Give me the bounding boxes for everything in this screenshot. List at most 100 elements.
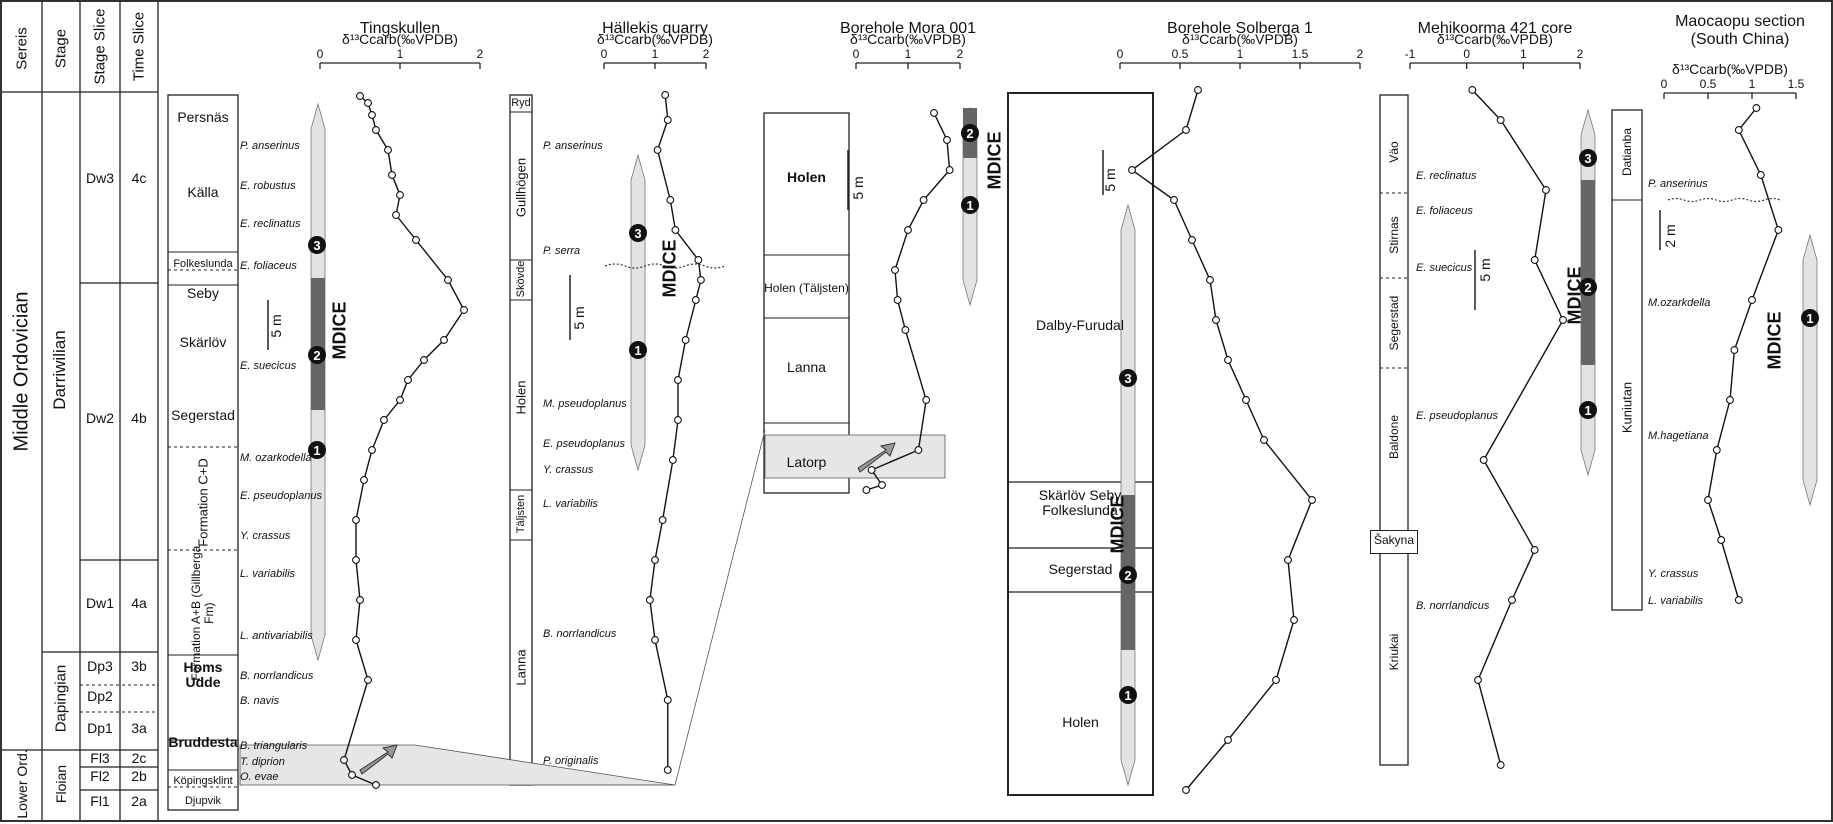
tingskullen-fossil-12: B. triangularis [240,740,308,752]
time-slice-1: 4b [131,410,147,426]
mora-unit-holen: Holen [787,169,826,185]
tingskullen-data-point-24 [348,771,356,779]
tingskullen-fossil-8: L. variabilis [240,568,296,580]
hallekis-data-point-4 [671,226,680,234]
stage-marker-label-2-1: 2 [966,126,973,141]
mora-data-point-6 [893,296,902,304]
mora-tick-label-2: 2 [956,47,964,61]
stage-slice-2: Dw1 [85,595,114,611]
mehikoorma-title: Mehikoorma 421 core [1417,20,1573,37]
hallekis-unit-gullhogen: Gullhögen [513,157,529,218]
tingskullen-data-point-20 [356,596,364,604]
maocaopu-tick-label-3: 1.5 [1787,77,1805,91]
mdice-label-maocaopu: MDICE [1764,311,1785,370]
header-series: Sereis [13,27,31,70]
tingskullen-data-point-4 [384,146,392,154]
hallekis-unit-taljsten: Täljsten [515,494,527,534]
solberga-unit-holen: Holen [1062,714,1099,730]
time-slice-7: 2a [131,793,147,809]
tingskullen-isotope-curve [343,95,465,786]
stage-marker-label-4-2: 3 [1584,151,1591,166]
tingskullen-fossil-11: B. navis [240,695,280,707]
stage-marker-label-0-0: 1 [313,443,320,458]
mora-data-point-7 [901,326,910,334]
mehi-unit-segerstad: Segerstad [1387,295,1401,351]
hallekis-fossil-4: Y. crassus [543,464,594,476]
mehi-unit-kriukai: Kriukai [1387,633,1401,671]
stage-dapingian: Dapingian [52,664,70,733]
stage-marker-label-4-0: 1 [1584,403,1591,418]
unit-folkeslunda: Folkeslunda [173,258,233,270]
hallekis-tick-label-1: 1 [651,47,659,61]
tingskullen-data-point-18 [352,516,360,524]
solberga-data-point-4 [1188,236,1196,244]
tingskullen-data-point-6 [396,191,404,199]
solberga-data-point-0 [1194,86,1202,94]
mehikoorma-data-point-3 [1530,256,1539,264]
solberga-data-point-8 [1242,396,1250,404]
solberga-data-point-12 [1290,616,1298,624]
mehikoorma-tick-label-3: 2 [1576,47,1584,61]
maocaopu-data-point-7 [1712,446,1721,454]
tingskullen-data-point-8 [412,236,420,244]
stage-marker-label-4-1: 2 [1584,280,1591,295]
hallekis-fossil-7: P. originalis [543,755,599,767]
tingskullen-fossil-10: B. norrlandicus [240,670,314,682]
header-time-slice: Time Slice [130,11,148,82]
mehikoorma-isotope-curve [1471,89,1564,766]
mehikoorma-fossil-4: B. norrlandicus [1416,600,1490,612]
mora-data-point-3 [919,196,928,204]
solberga-tick-label-3: 1.5 [1291,47,1309,61]
hallekis-data-point-3 [666,196,675,204]
solberga-tick-label-2: 1 [1236,47,1244,61]
mora-axis-label: δ¹³Ccarb(‰VPDB) [850,31,966,47]
solberga-data-point-15 [1182,786,1190,794]
hallekis-fossil-1: P. serra [543,245,581,257]
hallekis-data-point-5 [694,256,703,264]
mehikoorma-data-point-2 [1542,186,1550,194]
tingskullen-axis-label: δ¹³Ccarb(‰VPDB) [342,31,458,47]
stage-slice-0: Dw3 [85,170,114,186]
tingskullen-data-point-21 [352,636,360,644]
mehikoorma-fossil-2: E. suecicus [1416,262,1473,274]
mehikoorma-tick-label-2: 1 [1519,47,1527,61]
stage-slice-1: Dw2 [85,410,114,426]
solberga-data-point-11 [1284,556,1292,564]
mora-data-point-0 [930,109,938,117]
mora-data-point-9 [914,446,923,454]
tingskullen-fossil-7: Y. crassus [240,530,291,542]
hallekis-fossil-0: P. anserinus [543,140,603,152]
maocaopu-data-point-10 [1734,596,1743,604]
solberga-data-point-5 [1206,276,1214,284]
scale-label-mehikoorma: 5 m [1477,258,1493,282]
mehikoorma-data-point-7 [1508,596,1516,604]
stage-marker-0-1 [308,346,326,364]
stage-marker-label-2-0: 1 [966,198,973,213]
mdice-excursion-4 [1581,180,1595,365]
stage-marker-1-1 [629,224,647,242]
maocaopu-tick-label-1: 0.5 [1699,77,1717,91]
mdice-bar-1 [630,153,646,472]
mehikoorma-data-point-6 [1530,546,1539,554]
scale-label-tingskullen: 5 m [268,314,284,338]
tingskullen-data-point-22 [364,676,372,684]
stage-marker-1-0 [629,341,647,359]
hallekis-isotope-curve [649,94,702,770]
solberga-data-point-14 [1224,736,1232,744]
hallekis-data-point-15 [651,636,659,644]
mehi-unit-vao: Väo [1387,141,1401,163]
tingskullen-data-point-10 [460,306,468,314]
solberga-data-point-7 [1224,356,1232,364]
solberga-tick-label-0: 0 [1116,47,1124,61]
tingskullen-tick-label-2: 2 [476,47,484,61]
solberga-data-point-1 [1182,126,1190,134]
tingskullen-data-point-17 [360,476,368,484]
mdice-label-tingskullen: MDICE [329,301,350,360]
hallekis-data-point-9 [673,376,682,384]
mdice-label-solberga: MDICE [1107,495,1128,554]
mao-unit-kuniutan: Kuniutan [1619,381,1635,434]
stage-marker-3-2 [1119,369,1137,387]
scale-label-solberga: 5 m [1102,168,1118,192]
unit-djupvik: Djupvik [184,795,222,807]
mehikoorma-data-point-1 [1496,116,1505,124]
